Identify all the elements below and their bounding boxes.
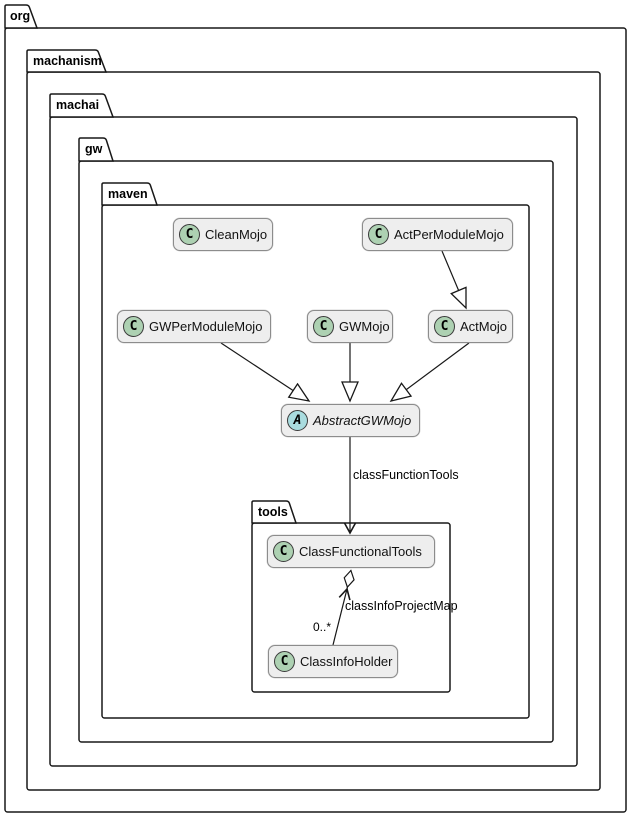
package-label-machai: machai xyxy=(56,98,100,112)
class-name: AbstractGWMojo xyxy=(313,413,412,428)
package-label-org: org xyxy=(10,9,31,23)
class-name: GWPerModuleMojo xyxy=(149,319,263,334)
class-actmojo: C ActMojo xyxy=(428,310,513,343)
package-label-maven: maven xyxy=(108,187,148,201)
edge-label-classinfoprojectmap: classInfoProjectMap xyxy=(345,599,458,613)
package-tab-gw xyxy=(78,137,115,162)
class-letter-icon: C xyxy=(123,316,144,337)
edge-gwpermodulemojo-extends-abstractgwmojo xyxy=(220,342,311,402)
class-name: ClassInfoHolder xyxy=(300,654,393,669)
class-letter-icon: C xyxy=(313,316,334,337)
class-name: ActMojo xyxy=(460,319,507,334)
class-actpermodulemojo: C ActPerModuleMojo xyxy=(362,218,513,251)
package-label-machanism: machanism xyxy=(33,54,102,68)
package-label-tools: tools xyxy=(258,505,288,519)
class-classinfoholder: C ClassInfoHolder xyxy=(268,645,398,678)
class-name: ClassFunctionalTools xyxy=(299,544,422,559)
class-name: GWMojo xyxy=(339,319,390,334)
package-tab-machanism xyxy=(26,49,108,73)
edge-actpermodulemojo-extends-actmojo xyxy=(441,250,467,310)
edge-label-classfunctiontools: classFunctionTools xyxy=(353,468,459,482)
class-letter-icon: C xyxy=(274,651,295,672)
package-label-gw: gw xyxy=(85,142,103,156)
class-name: CleanMojo xyxy=(205,227,268,242)
class-letter-icon: C xyxy=(273,541,294,562)
class-letter-icon: C xyxy=(434,316,455,337)
class-letter-icon: C xyxy=(179,224,200,245)
edge-actmojo-extends-abstractgwmojo xyxy=(389,342,470,402)
class-abstractgwmojo: A AbstractGWMojo xyxy=(281,404,420,437)
package-tab-tools xyxy=(251,500,298,524)
abstract-class-letter-icon: A xyxy=(287,410,308,431)
edge-classinfoholder-to-classfunctionaltools xyxy=(332,587,351,646)
package-tab-org xyxy=(4,4,39,29)
package-tab-machai xyxy=(49,93,115,118)
package-tab-maven xyxy=(101,182,159,206)
class-classfunctionaltools: C ClassFunctionalTools xyxy=(267,535,435,568)
class-gwpermodulemojo: C GWPerModuleMojo xyxy=(117,310,271,343)
class-letter-icon: C xyxy=(368,224,389,245)
edge-multiplicity-label: 0..* xyxy=(313,620,332,634)
edge-classfunctionaltools-aggregation-diamond xyxy=(343,569,355,590)
class-cleanmojo: C CleanMojo xyxy=(173,218,273,251)
class-gwmojo: C GWMojo xyxy=(307,310,393,343)
class-name: ActPerModuleMojo xyxy=(394,227,504,242)
